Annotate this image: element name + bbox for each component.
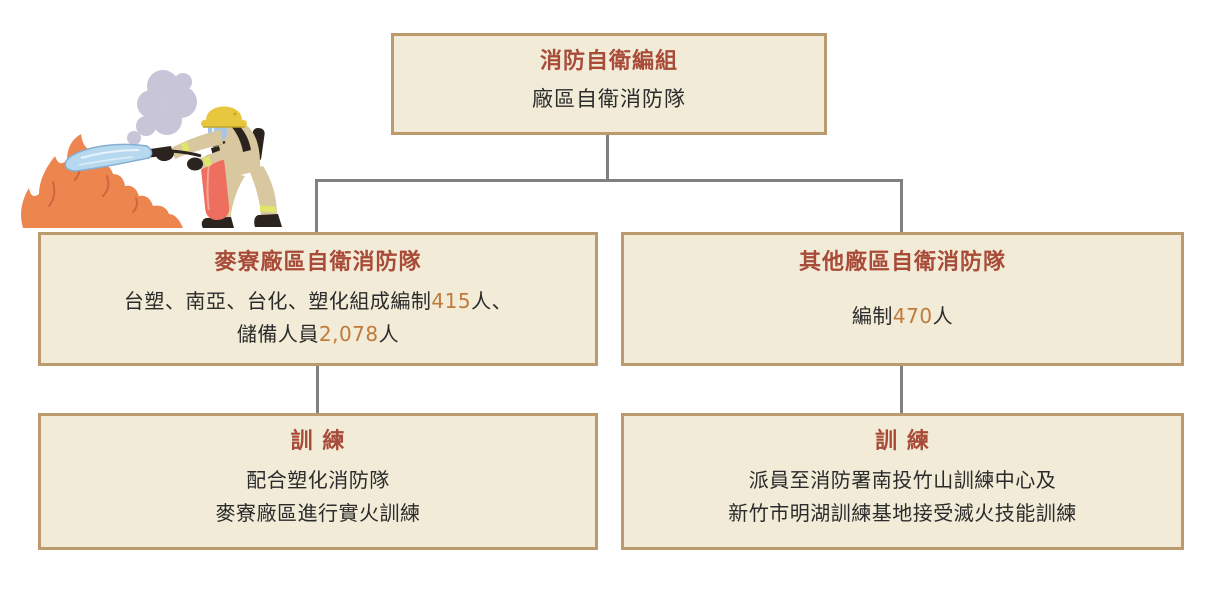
training-line1: 配合塑化消防隊 <box>246 468 390 492</box>
training-line1: 派員至消防署南投竹山訓練中心及 <box>748 468 1057 492</box>
line-text: 編制 <box>851 304 893 328</box>
mailiao-training-body: 配合塑化消防隊 麥寮廠區進行實火訓練 <box>216 464 421 530</box>
firefighter-figure <box>143 106 282 228</box>
connector-horizontal <box>315 179 903 182</box>
other-training-body: 派員至消防署南投竹山訓練中心及 新竹市明湖訓練基地接受滅火技能訓練 <box>728 464 1077 530</box>
connector-left-branch <box>315 179 318 232</box>
line-tail: 人 <box>378 322 400 346</box>
mailiao-staffing-line2: 儲備人員2,078人 <box>124 318 512 351</box>
node-mailiao-brigade: 麥寮廠區自衛消防隊 台塑、南亞、台化、塑化組成編制415人、 儲備人員2,078… <box>38 232 598 366</box>
training-title: 訓 練 <box>875 429 930 454</box>
line-text: 儲備人員 <box>236 322 319 346</box>
connector-left-training <box>316 366 319 413</box>
firefighter-illustration <box>21 70 282 228</box>
line-tail: 人、 <box>471 289 513 313</box>
line-text: 台塑、南亞、台化、塑化組成編制 <box>123 289 432 313</box>
node-mailiao-training: 訓 練 配合塑化消防隊 麥寮廠區進行實火訓練 <box>38 413 598 550</box>
node-other-brigade: 其他廠區自衛消防隊 編制470人 <box>621 232 1184 366</box>
node-root: 消防自衛編組 廠區自衛消防隊 <box>391 33 827 135</box>
glove <box>187 157 203 171</box>
connector-root-vertical <box>606 135 609 181</box>
root-subtitle: 廠區自衛消防隊 <box>532 87 686 111</box>
training-line2: 新竹市明湖訓練基地接受滅火技能訓練 <box>728 501 1077 525</box>
helmet <box>206 106 242 122</box>
training-line2: 麥寮廠區進行實火訓練 <box>215 501 421 525</box>
connector-right-training <box>900 366 903 413</box>
mailiao-title: 麥寮廠區自衛消防隊 <box>214 250 422 275</box>
mailiao-staffing: 台塑、南亞、台化、塑化組成編制415人、 儲備人員2,078人 <box>124 285 512 351</box>
training-title: 訓 練 <box>290 429 346 454</box>
water-spray-icon <box>64 143 153 172</box>
mailiao-staffing-line1: 台塑、南亞、台化、塑化組成編制415人、 <box>124 285 512 318</box>
other-staffing-line: 編制470人 <box>852 300 953 333</box>
other-staffing: 編制470人 <box>852 300 953 333</box>
reserve-count: 2,078 <box>318 322 379 346</box>
root-title: 消防自衛編組 <box>539 49 678 74</box>
strap <box>229 122 251 152</box>
staff-count: 415 <box>431 289 472 313</box>
node-other-training: 訓 練 派員至消防署南投竹山訓練中心及 新竹市明湖訓練基地接受滅火技能訓練 <box>621 413 1184 550</box>
connector-right-branch <box>900 179 903 232</box>
back-boot <box>254 214 282 227</box>
front-boot <box>201 217 234 228</box>
hose <box>170 149 202 158</box>
other-title: 其他廠區自衛消防隊 <box>798 250 1006 275</box>
staff-count: 470 <box>892 304 933 328</box>
line-tail: 人 <box>932 304 954 328</box>
